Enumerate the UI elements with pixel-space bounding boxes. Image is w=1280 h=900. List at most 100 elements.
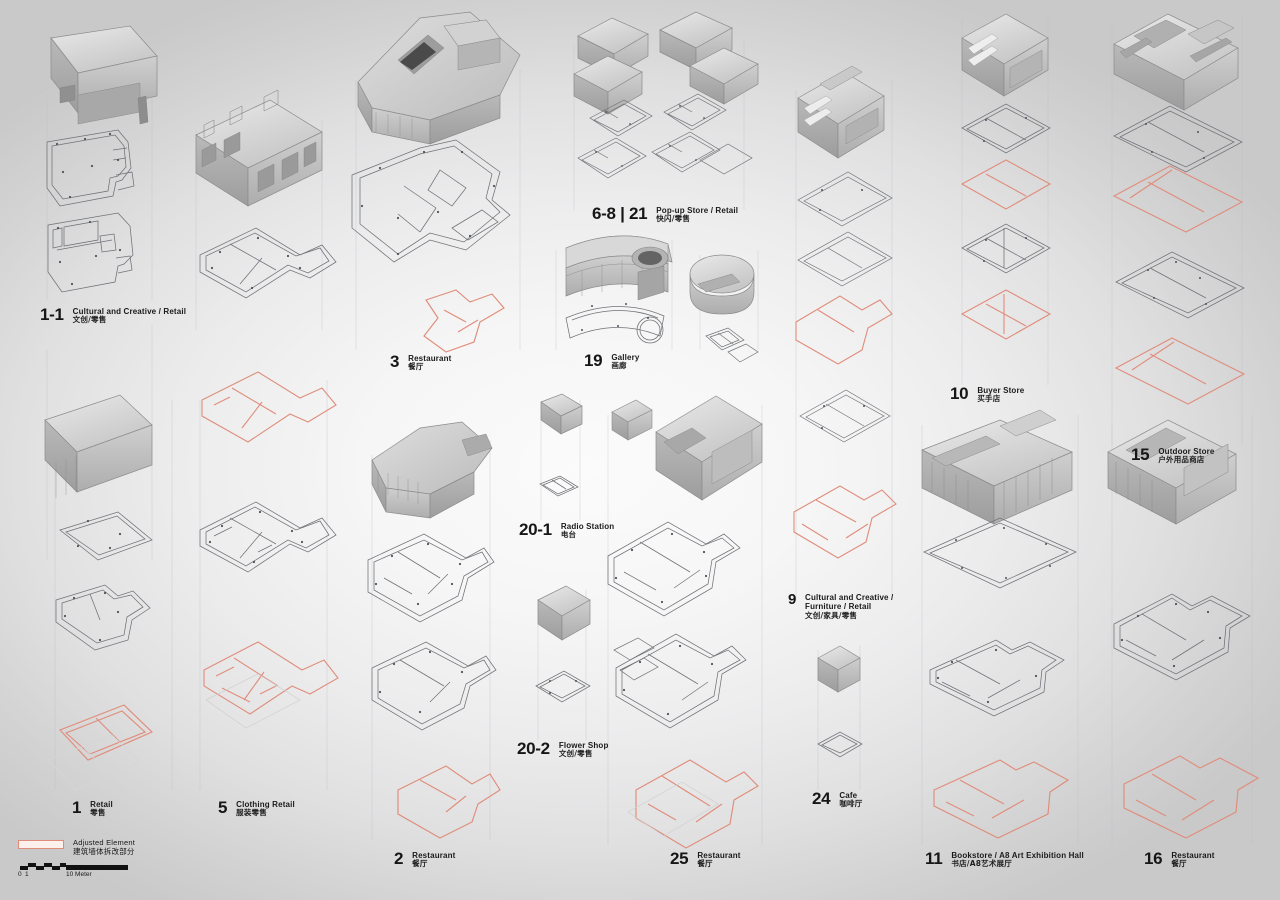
floor-plan-ghost — [627, 781, 719, 837]
unit-6-8-21-axonometric — [573, 11, 759, 179]
unit-name-cn: 户外用品商店 — [1158, 455, 1205, 465]
unit-name-en: Cultural and Creative / Retail — [72, 307, 187, 316]
floor-plan — [817, 731, 863, 758]
unit-number: 11 — [925, 849, 943, 868]
unit-name-en: Clothing Retail — [236, 800, 295, 809]
unit-name-en: Restaurant — [412, 851, 456, 860]
unit-number: 1 — [72, 798, 82, 817]
unit-name-en: Restaurant — [408, 354, 452, 363]
scale-bar: 0 1 10 Meter — [18, 862, 148, 880]
unit-name-en: Buyer Store — [977, 386, 1025, 395]
unit-label-5[interactable]: 5 Clothing Retail 服装零售 — [218, 798, 295, 818]
unit-20-1-axonometric — [539, 393, 583, 497]
unit-label-25[interactable]: 25 Restaurant 餐厅 — [670, 849, 741, 869]
massing-model — [537, 585, 591, 641]
unit-name-cn: 文创/零售 — [72, 315, 107, 325]
unit-label-1[interactable]: 1 Retail 零售 — [72, 798, 113, 818]
floor-plan-adjusted — [397, 765, 501, 839]
unit-label-24[interactable]: 24 Cafe 咖啡厅 — [812, 789, 862, 809]
floor-plan-upper — [351, 139, 511, 263]
unit-name-cn: 零售 — [90, 808, 106, 818]
floor-plan-adjusted-1 — [1112, 165, 1244, 233]
unit-name-en: Cultural and Creative / — [805, 593, 894, 602]
scale-one-label: 1 — [25, 871, 29, 878]
unit-name-cn: 电台 — [560, 530, 577, 540]
legend: Adjusted Element 建筑墙体拆改部分 — [18, 838, 135, 857]
floor-plan — [539, 475, 579, 497]
floor-plan-adjusted-upper — [201, 371, 337, 443]
unit-label-20-1[interactable]: 20-1 Radio Station 电台 — [519, 520, 614, 540]
floor-plan-curved — [565, 306, 665, 344]
unit-label-3[interactable]: 3 Restaurant 餐厅 — [390, 352, 451, 372]
unit-number: 20-1 — [519, 520, 552, 539]
unit-number: 2 — [394, 849, 404, 868]
floor-plan-adjusted — [423, 289, 505, 353]
unit-number: 20-2 — [517, 739, 550, 758]
unit-name-cn: 买手店 — [977, 394, 1001, 404]
floor-plan-upper — [607, 521, 741, 617]
unit-label-6-8-21[interactable]: 6-8 | 21 Pop-up Store / Retail 快闪/零售 — [592, 204, 738, 224]
floor-plan-adjusted-1 — [960, 159, 1052, 210]
unit-name-en: Retail — [90, 800, 113, 809]
unit-label-11[interactable]: 11 Bookstore / A8 Art Exhibition Hall 书店… — [925, 849, 1084, 869]
unit-number: 1-1 — [40, 305, 64, 324]
floor-plan-adjusted — [59, 704, 154, 761]
legend-label-en: Adjusted Element — [73, 838, 135, 847]
unit-label-1-1[interactable]: 1-1 Cultural and Creative / Retail 文创/零售 — [40, 305, 186, 325]
floor-plan-1 — [961, 103, 1051, 154]
floor-plan-adjusted-lower — [203, 641, 339, 715]
massing-model — [921, 409, 1073, 525]
unit-number: 5 — [218, 798, 228, 817]
massing-model — [611, 395, 763, 501]
unit-name-en: Cafe — [839, 791, 858, 800]
unit-19-axonometric — [565, 235, 759, 363]
unit-number: 24 — [812, 789, 831, 808]
floor-plan-adjusted-1 — [795, 295, 893, 365]
unit-label-16[interactable]: 16 Restaurant 餐厅 — [1144, 849, 1215, 869]
massing-model-round — [689, 254, 755, 315]
unit-name-en: Gallery — [611, 353, 640, 362]
unit-20-2-axonometric — [535, 585, 591, 703]
floor-plan-mid — [199, 501, 337, 573]
floor-plan-1 — [1113, 105, 1243, 173]
massing-model-curved — [565, 235, 673, 301]
unit-1-1-axonometric — [46, 25, 158, 293]
floor-plan-small — [705, 327, 759, 363]
massing-model — [817, 645, 861, 693]
adjusted-element-swatch-icon — [18, 840, 64, 849]
explosion-guide-lines — [46, 15, 1253, 845]
unit-9-axonometric — [793, 65, 897, 559]
unit-name-cn: 餐厅 — [412, 859, 428, 869]
unit-1-axonometric — [44, 394, 154, 791]
unit-name-cn: 餐厅 — [1171, 859, 1187, 869]
massing-model — [1113, 13, 1239, 111]
unit-number: 16 — [1144, 849, 1163, 868]
floor-plan-adjusted-2 — [1114, 337, 1246, 405]
unit-label-10[interactable]: 10 Buyer Store 买手店 — [950, 384, 1024, 404]
floor-plan-upper — [367, 533, 495, 623]
unit-label-9[interactable]: 9 Cultural and Creative / Furniture / Re… — [788, 591, 893, 621]
floor-plan-adjusted-2 — [793, 485, 897, 559]
floor-plan-adjusted-2 — [960, 289, 1052, 340]
massing-model — [797, 65, 885, 159]
unit-name-cn: 画廊 — [611, 361, 627, 371]
unit-name-en: Restaurant — [1171, 851, 1215, 860]
unit-label-20-2[interactable]: 20-2 Flower Shop 文创/零售 — [517, 739, 608, 759]
massing-model — [961, 13, 1049, 97]
unit-10-axonometric — [960, 13, 1052, 340]
floor-plan-upper — [46, 129, 135, 207]
unit-label-2[interactable]: 2 Restaurant 餐厅 — [394, 849, 455, 869]
unit-label-19[interactable]: 19 Gallery 画廊 — [584, 351, 640, 371]
floor-plan-1 — [797, 171, 893, 227]
unit-name-cn: 文创/零售 — [558, 749, 593, 759]
scale-start-label: 0 — [18, 871, 22, 878]
unit-number: 15 — [1131, 445, 1150, 464]
massing-model — [195, 89, 323, 207]
floor-plan-ghost — [205, 673, 301, 729]
unit-label-15[interactable]: 15 Outdoor Store 户外用品商店 — [1131, 445, 1214, 465]
unit-name-cn: 书店/A8艺术展厅 — [951, 859, 1012, 869]
unit-name-en: Flower Shop — [558, 741, 609, 750]
plan-nodes-upper — [55, 132, 120, 199]
unit-name-cn: 咖啡厅 — [839, 799, 863, 809]
